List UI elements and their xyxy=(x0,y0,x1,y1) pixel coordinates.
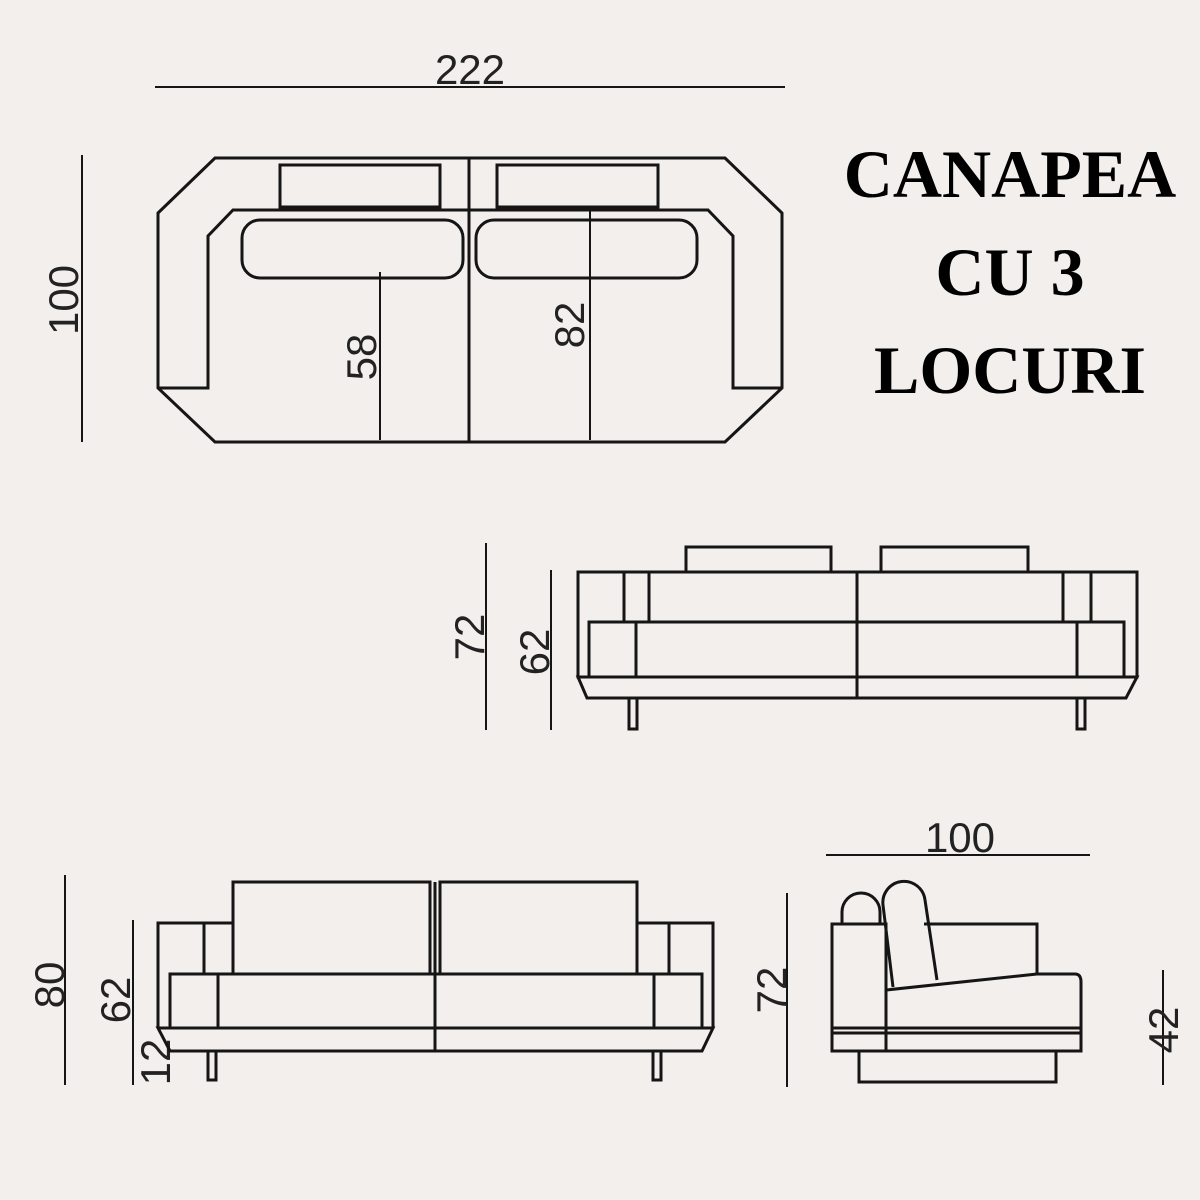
back-cushion-left xyxy=(231,880,432,976)
back-cushion xyxy=(924,922,1039,975)
base xyxy=(857,1051,1058,1084)
leg xyxy=(206,1049,218,1082)
inner-depth-label: 82 xyxy=(546,302,593,349)
pillow-right xyxy=(474,218,699,280)
leg xyxy=(651,1049,663,1082)
left-arm xyxy=(156,921,233,1028)
base xyxy=(575,675,1140,700)
back-cushion-right xyxy=(495,163,660,209)
back-view: 80 62 12 xyxy=(26,875,716,1086)
front-total-height-label: 72 xyxy=(446,614,493,661)
pillow-left xyxy=(684,545,833,574)
top-view: 222 100 58 82 xyxy=(40,46,785,444)
back-total-height-label: 80 xyxy=(26,962,73,1009)
depth-label: 100 xyxy=(40,265,87,335)
pillow-right xyxy=(879,545,1030,574)
width-label: 222 xyxy=(435,46,505,93)
seat xyxy=(885,972,1083,1053)
back-cushion-right xyxy=(438,880,639,976)
back-cushion-left xyxy=(278,163,442,209)
title-line-1: CANAPEA xyxy=(843,136,1177,212)
seat-height-label: 42 xyxy=(1140,1007,1187,1054)
front-arm-height-label: 62 xyxy=(511,629,558,676)
side-height-label: 72 xyxy=(748,967,795,1014)
base xyxy=(155,1026,716,1053)
back-arm-height-label: 62 xyxy=(92,977,139,1024)
title-line-3: LOCURI xyxy=(873,332,1147,408)
pillow-left xyxy=(240,218,465,280)
side-view: 100 72 42 xyxy=(748,814,1187,1087)
armrest-bump xyxy=(840,891,882,924)
right-arm xyxy=(637,921,715,1028)
leg-height-label: 12 xyxy=(132,1039,179,1086)
side-depth-label: 100 xyxy=(925,814,995,861)
seat-depth-label: 58 xyxy=(338,334,385,381)
backrest xyxy=(881,879,939,988)
front-view: 72 62 xyxy=(446,543,1140,731)
product-title: CANAPEA CU 3 LOCURI xyxy=(820,125,1200,419)
title-line-2: CU 3 xyxy=(935,234,1085,310)
leg xyxy=(627,696,639,731)
leg xyxy=(1075,696,1087,731)
